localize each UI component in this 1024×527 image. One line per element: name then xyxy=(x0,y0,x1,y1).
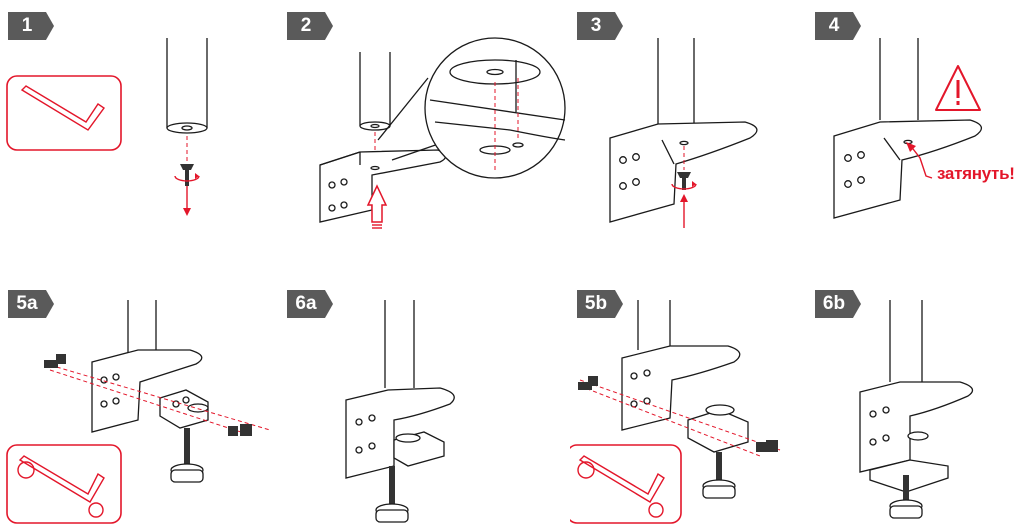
tighten-note: затянуть! xyxy=(937,164,1015,183)
hex-key-icon xyxy=(6,75,122,151)
step-badge-3: 3 xyxy=(577,12,623,40)
warning-icon xyxy=(935,65,981,111)
step-badge-1: 1 xyxy=(8,12,54,40)
tube xyxy=(166,38,208,134)
step-badge-5b: 5b xyxy=(577,290,623,318)
step-badge-4: 4 xyxy=(815,12,861,40)
step-4-illustration xyxy=(833,38,982,219)
step-badge-2: 2 xyxy=(287,12,333,40)
step-badge-6b: 6b xyxy=(815,290,861,318)
step-2-illustration xyxy=(319,37,566,229)
step-5a-illustration xyxy=(6,300,271,524)
bracket xyxy=(319,149,447,223)
step-6a-illustration xyxy=(345,300,455,523)
step-3-illustration xyxy=(609,38,758,228)
screw xyxy=(174,136,200,216)
step-5b-illustration xyxy=(570,300,781,524)
bracket xyxy=(609,121,758,223)
step-badge-5a: 5a xyxy=(8,290,54,318)
step-badge-6a: 6a xyxy=(287,290,333,318)
step-6b-illustration xyxy=(859,300,974,519)
wrench-and-hex-key-icon xyxy=(6,444,122,524)
step-1-illustration xyxy=(6,38,208,216)
